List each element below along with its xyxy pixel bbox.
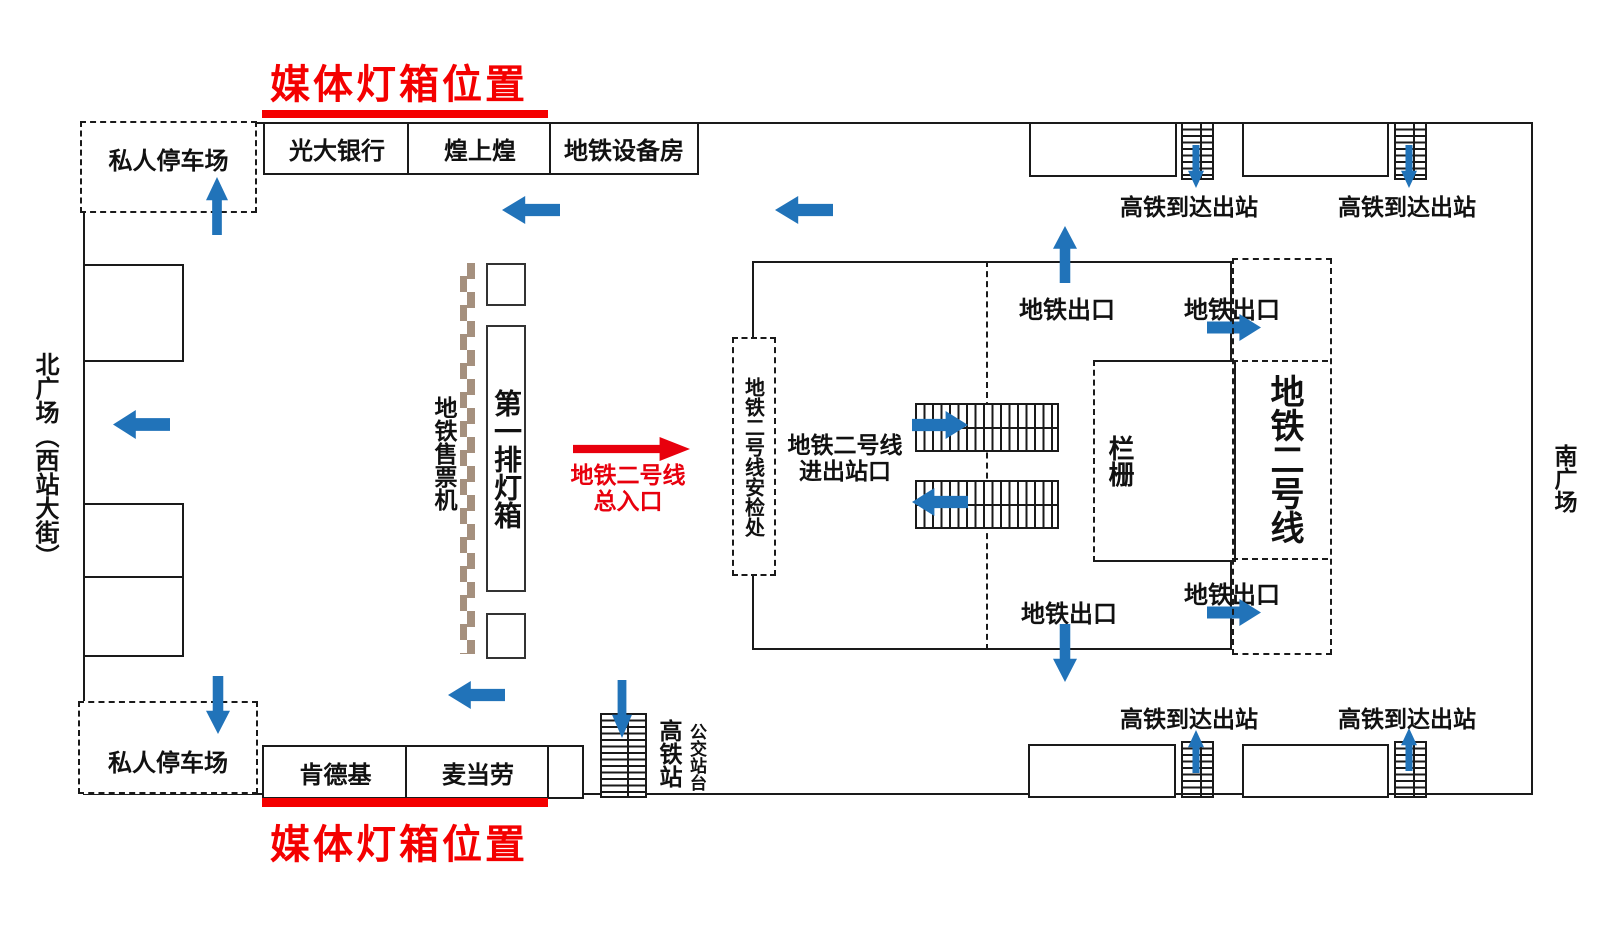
security-check-label: 地铁二号线安检处: [741, 376, 766, 537]
metro-equipment-room: 地铁设备房: [549, 122, 699, 175]
shop-mcdonalds: 麦当劳: [405, 745, 551, 799]
metro-entrance-line1: 地铁二号线: [570, 463, 686, 489]
hsr-exit-stair-bottom-left: [1181, 741, 1214, 798]
metro-gates-line1: 地铁二号线: [787, 433, 903, 459]
shop-label: 煌上煌: [444, 137, 516, 165]
media-lightbox-title-bottom: 媒体灯箱位置: [270, 822, 528, 868]
metro-entrance-label: 地铁二号线 总入口: [553, 463, 703, 515]
metro-line2-zone-divider: [1232, 360, 1328, 362]
metro-line2-zone-divider: [1232, 558, 1328, 560]
hsr-exit-label-top-left: 高铁到达出站: [1120, 195, 1258, 221]
west-structure-box: [83, 576, 184, 657]
private-parking-bottom: 私人停车场: [78, 701, 258, 794]
ticket-machine-strip: [467, 263, 475, 654]
shop-label: 肯德基: [299, 760, 372, 789]
metro-gates-label: 地铁二号线 进出站口: [772, 433, 918, 485]
fence-enclosure: 栏栅: [1093, 360, 1236, 562]
hsr-exit-label-top-right: 高铁到达出站: [1338, 195, 1476, 221]
metro-line2-zone: [1232, 258, 1332, 655]
shop-huangshanghuang: 煌上煌: [407, 122, 553, 175]
shop-label: 麦当劳: [442, 760, 514, 789]
shop-everbright-bank: 光大银行: [263, 122, 411, 175]
south-plaza-label: 南广场: [1550, 444, 1576, 513]
metro-line2-zone-label: 地铁二号线: [1264, 374, 1304, 544]
lightbox-small-bottom: [486, 613, 526, 659]
bus-platform-label: 公交站台: [686, 723, 706, 791]
media-lightbox-highlight-bar-bottom: [262, 798, 548, 807]
hsr-structure-box: [1242, 122, 1389, 177]
shop-label: 地铁设备房: [564, 137, 684, 165]
hsr-station-label: 高铁站: [655, 719, 681, 788]
hsr-structure-box: [1242, 744, 1389, 798]
media-lightbox-highlight-bar-top: [262, 110, 548, 118]
lightbox-row-label: 第一排灯箱: [490, 388, 523, 529]
media-lightbox-title-top: 媒体灯箱位置: [270, 62, 528, 108]
empty-kiosk-box: [547, 745, 584, 799]
security-check-box: 地铁二号线安检处: [732, 337, 776, 576]
fence-label: 栏栅: [1104, 435, 1134, 487]
hsr-structure-box: [1029, 122, 1177, 177]
hsr-exit-label-bottom-right: 高铁到达出站: [1338, 707, 1476, 733]
private-parking-bottom-label: 私人停车场: [108, 749, 228, 777]
ticket-machine-strip: [460, 263, 467, 654]
hsr-structure-box: [1028, 744, 1176, 798]
hsr-exit-label-bottom-left: 高铁到达出站: [1120, 707, 1258, 733]
west-structure-box: [83, 503, 184, 581]
north-plaza-label: 北广场（西站大街）: [31, 352, 59, 568]
west-structure-box: [83, 264, 184, 362]
private-parking-top-label: 私人停车场: [108, 147, 229, 175]
ticket-machines-label: 地铁售票机: [430, 396, 456, 511]
metro-exit-label-top-left: 地铁出口: [1019, 296, 1115, 324]
paid-area-divider: [986, 261, 988, 650]
lightbox-row-main: 第一排灯箱: [486, 325, 526, 592]
shop-label: 光大银行: [289, 137, 385, 165]
lightbox-small-top: [486, 263, 526, 306]
private-parking-top: 私人停车场: [80, 121, 257, 213]
metro-gates-line2: 进出站口: [799, 459, 891, 485]
metro-entrance-line2: 总入口: [593, 489, 663, 515]
metro-exit-label-bottom-left: 地铁出口: [1021, 600, 1117, 628]
shop-kfc: 肯德基: [262, 745, 409, 799]
